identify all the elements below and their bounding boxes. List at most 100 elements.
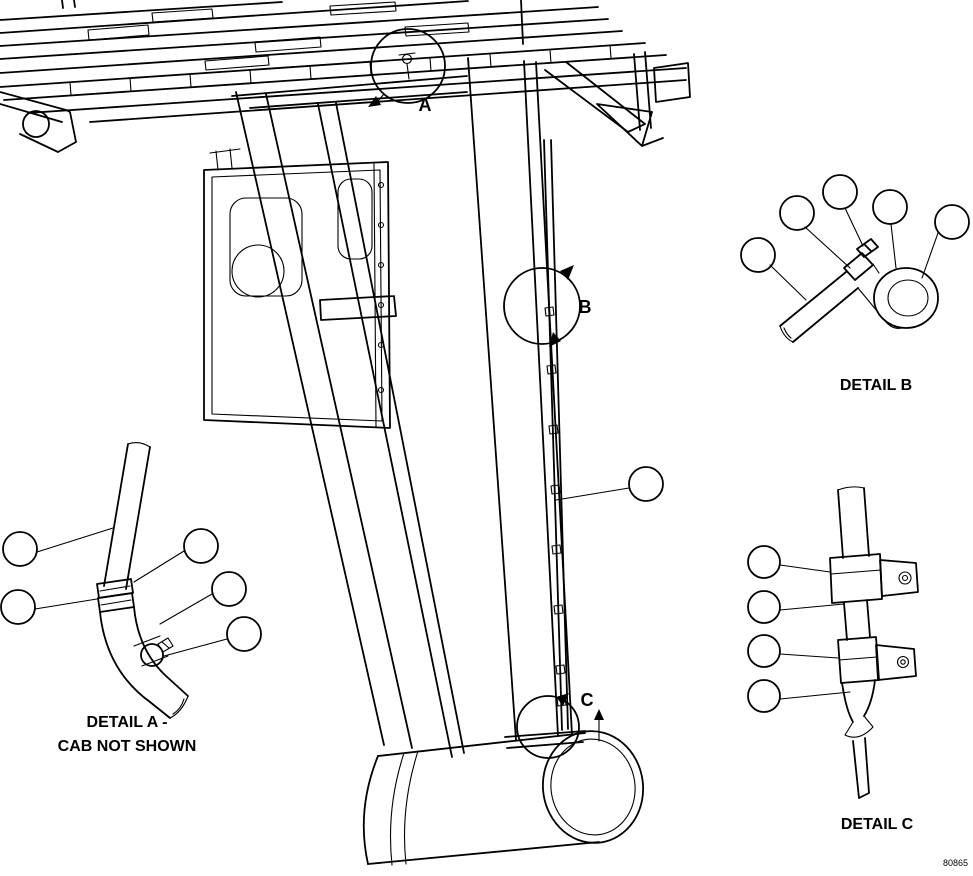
elbow-end-cut xyxy=(169,695,189,719)
lower-clamp-seam xyxy=(838,656,878,661)
callout-c-circle xyxy=(516,695,580,759)
lower-bracket xyxy=(875,644,917,681)
main-part-balloon xyxy=(555,466,664,502)
brace-lines xyxy=(235,91,465,758)
drain-boot xyxy=(841,679,876,723)
tank-end-inner xyxy=(550,738,636,836)
deck-structure xyxy=(0,0,691,153)
part-balloon xyxy=(747,634,781,668)
support-column xyxy=(467,57,586,749)
view-callout-c: C xyxy=(516,690,604,759)
detail-a-balloons xyxy=(0,527,262,657)
part-balloon xyxy=(183,528,219,564)
callout-b-arrowhead-top xyxy=(560,265,574,280)
part-balloon xyxy=(934,204,970,240)
hose-end-cut xyxy=(779,325,794,343)
part-balloon xyxy=(822,174,858,210)
hose-clips xyxy=(544,306,567,707)
part-balloon xyxy=(0,589,36,625)
callout-a-leader xyxy=(377,93,385,102)
part-balloon xyxy=(2,531,38,567)
detail-c-balloons xyxy=(747,545,851,713)
detail-a-label-line1: DETAIL A - xyxy=(87,714,168,731)
frame-inner xyxy=(211,169,383,422)
lower-bracket-bolt-center xyxy=(900,659,906,665)
bolt-hole xyxy=(377,181,385,189)
part-balloon xyxy=(628,466,664,502)
hose-tube xyxy=(779,271,859,343)
frame-strip xyxy=(373,163,377,428)
part-balloon xyxy=(747,545,781,579)
deck-left-bracket xyxy=(0,91,77,153)
hose-loop-inner xyxy=(887,279,929,317)
diagonal-braces xyxy=(235,91,465,758)
detail-a-label-line2: CAB NOT SHOWN xyxy=(58,738,197,755)
upper-bracket-bolt-center xyxy=(901,574,909,582)
detail-a-drawing: DETAIL A - CAB NOT SHOWN xyxy=(0,441,262,755)
lower-bracket-bolt xyxy=(896,655,910,669)
upper-clamp xyxy=(829,553,883,604)
callout-a-circle xyxy=(370,28,446,104)
hose-lines xyxy=(543,139,569,731)
left-roller xyxy=(22,110,50,138)
drain-hose-run xyxy=(543,139,569,731)
hose-clamp-screw-housing xyxy=(856,238,879,258)
main-assembly-drawing: A B C xyxy=(0,0,691,866)
frame-bolt-holes xyxy=(377,181,385,394)
clamp-band-1 xyxy=(96,578,134,599)
deck-right-end-bracket xyxy=(596,51,691,147)
tank-end-outer xyxy=(541,730,645,844)
pipe-top-cut xyxy=(127,441,151,448)
detail-b-drawing: DETAIL B xyxy=(740,174,970,394)
part-balloon xyxy=(740,237,776,273)
window-slot xyxy=(337,178,373,260)
part-balloon xyxy=(211,571,247,607)
bolt-hole xyxy=(377,386,385,394)
bolt-hole xyxy=(377,221,385,229)
tank-strap xyxy=(389,750,419,866)
frame-hangers xyxy=(209,148,241,171)
drain-strip xyxy=(852,737,870,799)
upper-bracket xyxy=(879,559,919,597)
detail-c-drawing: DETAIL C xyxy=(747,486,919,833)
bolt-hole xyxy=(377,261,385,269)
figure-number: 80865 xyxy=(943,858,968,868)
pipe-upper xyxy=(103,443,151,590)
elbow-curve xyxy=(99,606,167,703)
callout-letter-b: B xyxy=(579,297,592,317)
callout-b-circle xyxy=(503,267,581,345)
callout-letter-a: A xyxy=(419,95,432,115)
drain-pipe-mid xyxy=(843,599,871,641)
deck-rails xyxy=(0,0,687,123)
drain-pipe-top-cut xyxy=(837,486,865,491)
part-balloon xyxy=(747,590,781,624)
bolt-hole xyxy=(377,341,385,349)
frame-circle-cutout xyxy=(231,244,285,298)
detail-c-label: DETAIL C xyxy=(841,816,914,833)
part-balloon xyxy=(779,195,815,231)
fuel-tank xyxy=(362,730,645,866)
hose-loop-join xyxy=(857,263,903,329)
hose-loop-outer xyxy=(873,267,939,329)
bolt-hole xyxy=(377,301,385,309)
callout-b-arrowhead-bottom xyxy=(549,332,561,347)
window-frame xyxy=(203,148,391,429)
column-edges xyxy=(467,57,586,749)
deck-plates xyxy=(87,1,470,71)
detail-b-label: DETAIL B xyxy=(840,377,912,394)
upper-bracket-bolt xyxy=(898,571,912,585)
drain-pipe-top xyxy=(837,487,870,559)
bolt-pin xyxy=(398,52,416,80)
balloon-leader xyxy=(555,487,630,501)
elbow-clamp-screw-ring xyxy=(140,643,164,667)
clamp-ridges xyxy=(99,585,132,606)
drain-boot-flare xyxy=(844,715,874,738)
view-callout-b: B xyxy=(503,265,592,347)
frame-outer xyxy=(203,161,391,429)
callout-c-arrowhead xyxy=(556,693,569,706)
detail-b-balloons xyxy=(740,174,970,301)
elbow-end xyxy=(149,675,189,719)
balloon-leaders xyxy=(34,527,228,657)
